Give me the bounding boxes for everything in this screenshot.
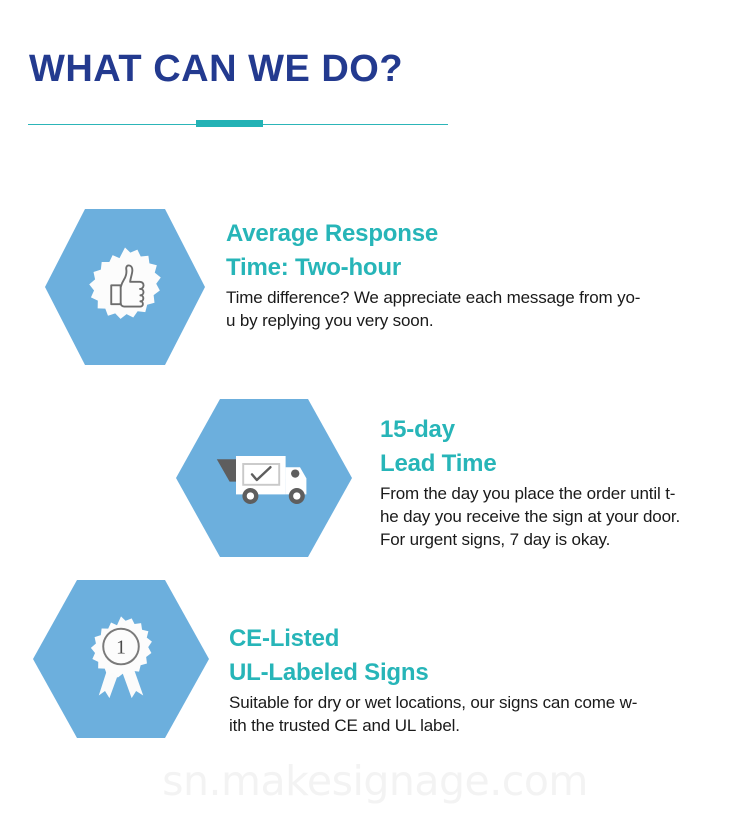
delivery-truck-icon [176,399,352,557]
feature-heading-line1: CE-Listed [229,625,340,652]
feature-heading-line1: 15-day [380,416,455,443]
feature-text-lead-time: 15-day Lead Time From the day you place … [380,413,740,551]
thumbs-up-badge-icon [45,209,205,365]
award-ribbon-icon: 1 [33,580,209,738]
feature-text-response-time: Average Response Time: Two-hour Time dif… [226,217,736,333]
feature-text-certification: CE-Listed UL-Labeled Signs Suitable for … [229,622,734,738]
feature-heading-line2: Lead Time [380,450,497,478]
feature-heading-line2: UL-Labeled Signs [229,659,429,687]
feature-heading-line2: Time: Two-hour [226,254,401,282]
feature-heading-line1: Average Response [226,220,439,247]
svg-text:1: 1 [116,638,126,659]
watermark-text: sn.makesignage.com [162,757,588,805]
feature-body-text: Suitable for dry or wet locations, our s… [229,693,638,735]
page-title: WHAT CAN WE DO? [29,48,404,90]
hexagon-shape-response-time [45,209,205,365]
hexagon-shape-certification: 1 [33,580,209,738]
hexagon-shape-lead-time [176,399,352,557]
feature-body-text: Time difference? We appreciate each mess… [226,288,641,330]
feature-body-text: From the day you place the order until t… [380,484,681,549]
title-divider-accent [196,120,263,127]
